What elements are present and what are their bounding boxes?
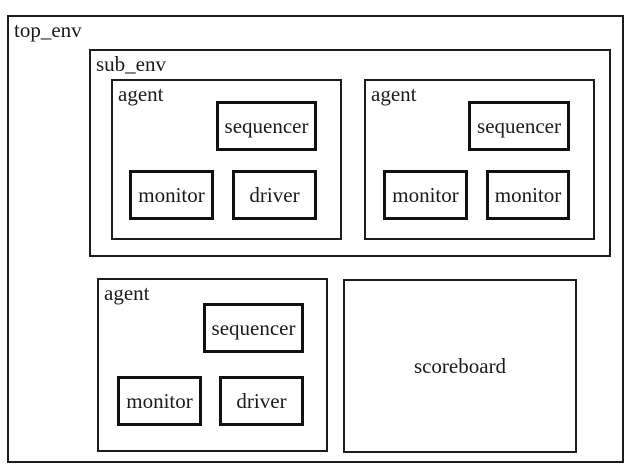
driver-label: driver: [249, 182, 300, 207]
driver-label: driver: [236, 388, 287, 413]
agent-box-sub-right: agent sequencer monitor monitor: [364, 79, 595, 240]
monitor-label: monitor: [126, 388, 193, 413]
driver-box: driver: [232, 170, 317, 220]
top-env-label: top_env: [14, 18, 82, 42]
sequencer-label: sequencer: [224, 113, 309, 138]
agent-box-bottom: agent sequencer monitor driver: [97, 278, 328, 452]
scoreboard-label: scoreboard: [413, 353, 507, 378]
driver-box: driver: [219, 376, 304, 426]
agent-box-sub-left: agent sequencer monitor driver: [111, 79, 342, 240]
sequencer-label: sequencer: [211, 315, 296, 340]
monitor-box: monitor: [117, 376, 202, 426]
monitor-label: monitor: [494, 182, 562, 207]
monitor-label: monitor: [392, 182, 459, 207]
monitor-box: monitor: [383, 170, 468, 220]
agent-label: agent: [118, 82, 164, 106]
top-env-box: top_env sub_env agent sequencer monitor …: [7, 15, 624, 463]
monitor-box: monitor: [486, 170, 570, 220]
monitor-box: monitor: [129, 170, 214, 220]
sequencer-box: sequencer: [203, 303, 304, 353]
scoreboard-box: scoreboard: [343, 279, 577, 453]
agent-label: agent: [104, 281, 150, 305]
sequencer-box: sequencer: [216, 101, 317, 151]
monitor-label: monitor: [138, 182, 205, 207]
sequencer-label: sequencer: [477, 113, 561, 138]
sub-env-label: sub_env: [96, 52, 166, 76]
sequencer-box: sequencer: [468, 101, 570, 151]
agent-label: agent: [371, 82, 417, 106]
sub-env-box: sub_env agent sequencer monitor driver a…: [89, 49, 611, 257]
